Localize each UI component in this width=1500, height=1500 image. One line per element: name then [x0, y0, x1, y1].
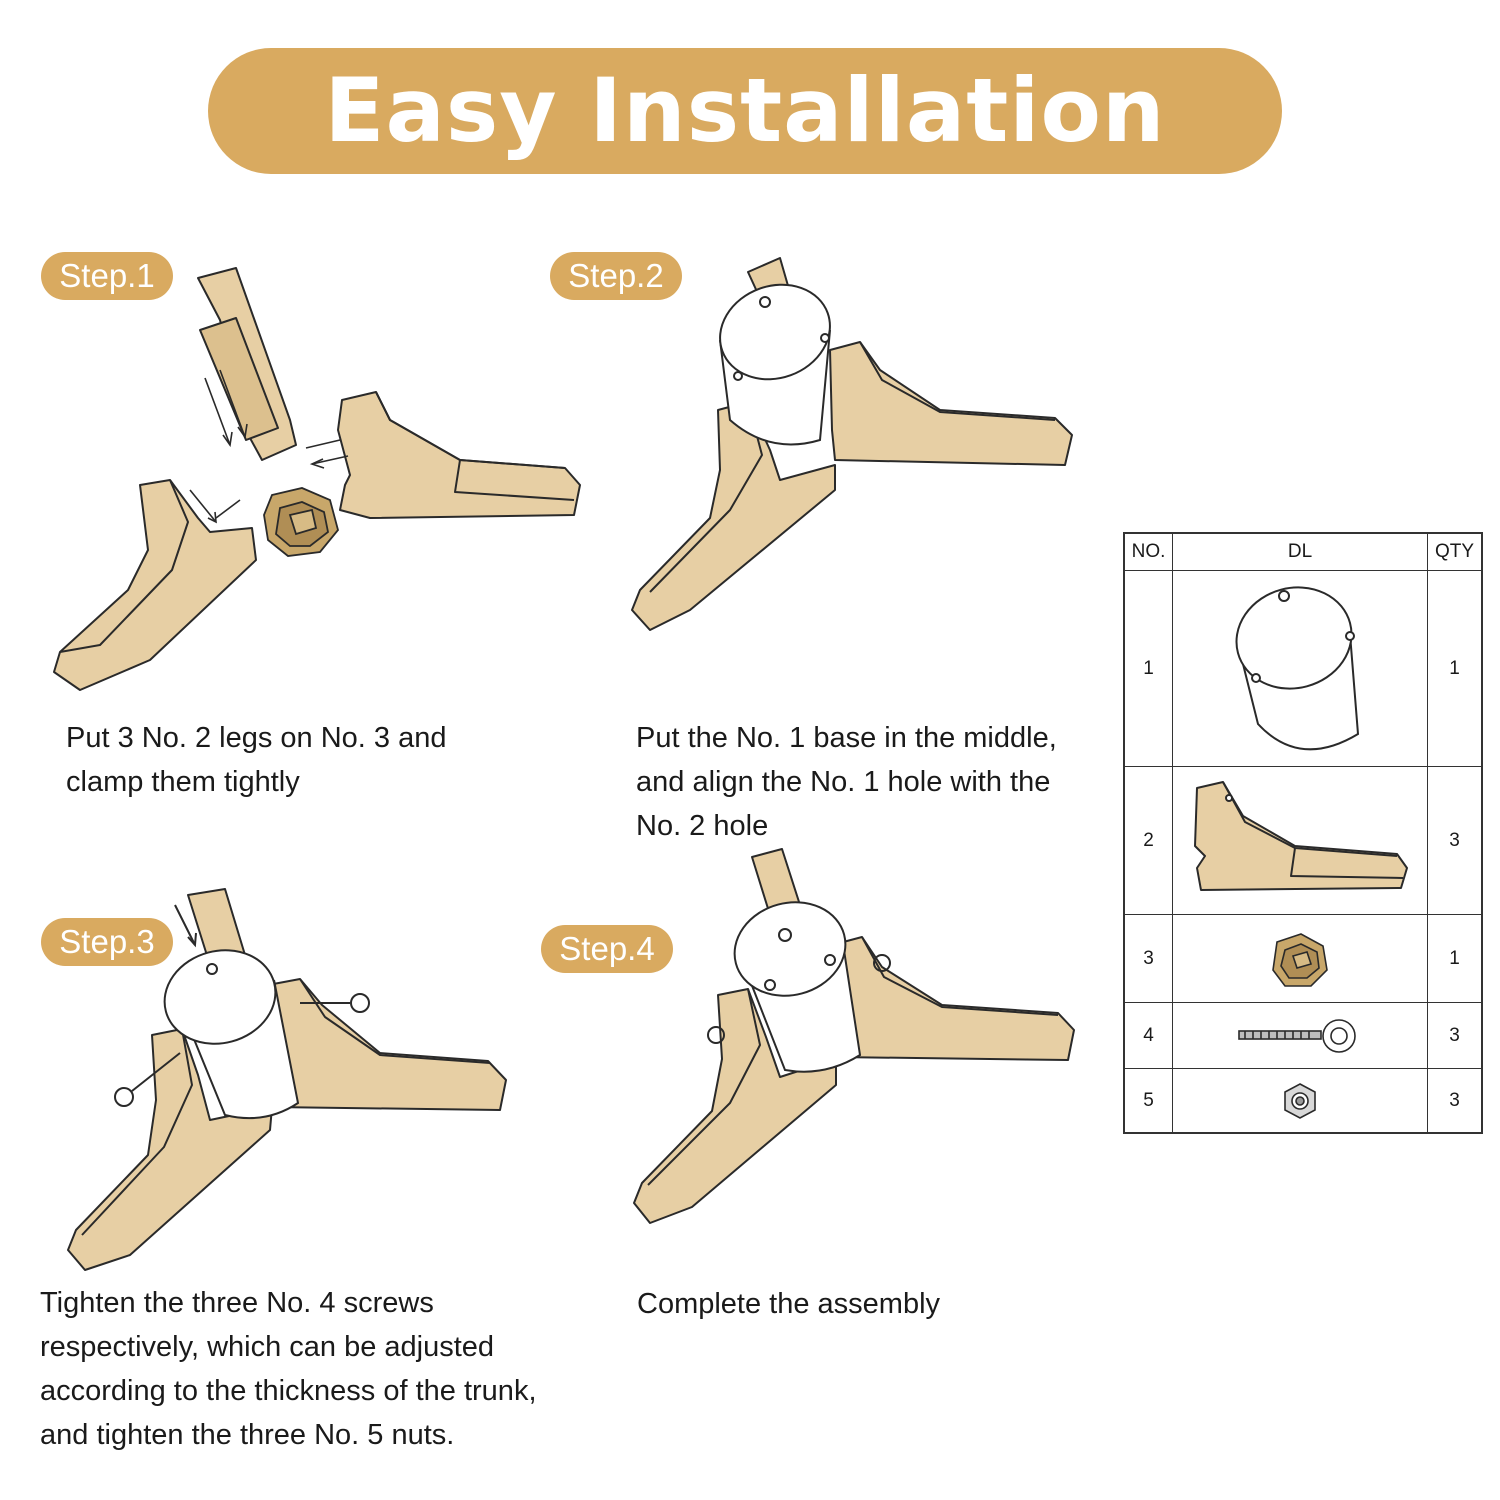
step-1-illustration: [53, 267, 581, 691]
table-header-row: NO. DL QTY: [1124, 533, 1482, 571]
table-row: 3 1: [1124, 914, 1482, 1003]
row-4-qty: 3: [1427, 1002, 1482, 1069]
row-5-illustration: [1172, 1068, 1428, 1133]
step-4-badge: Step.4: [541, 925, 673, 973]
header-no: NO.: [1124, 533, 1173, 571]
step-4-text: Complete the assembly: [637, 1288, 941, 1320]
connector-hub-icon: [1272, 932, 1328, 987]
parts-table: NO. DL QTY 1: [1123, 532, 1483, 1134]
table-row: 5 3: [1124, 1068, 1482, 1133]
step-3-illustration: [67, 888, 507, 1271]
step-2-badge: Step.2: [550, 252, 682, 300]
header-qty: QTY: [1427, 533, 1482, 571]
step-2-illustration: [631, 257, 1073, 631]
row-1-no: 1: [1124, 570, 1173, 767]
title-banner: Easy Installation: [208, 48, 1282, 174]
row-1-qty: 1: [1427, 570, 1482, 767]
row-2-qty: 3: [1427, 766, 1482, 915]
step-1-text: Put 3 No. 2 legs on No. 3 and clamp them…: [66, 722, 447, 798]
connector-hub-icon: [263, 487, 339, 557]
step-3-badge: Step.3: [41, 918, 173, 966]
header-dl: DL: [1172, 533, 1428, 571]
row-4-illustration: [1172, 1002, 1428, 1069]
row-2-no: 2: [1124, 766, 1173, 915]
step-1-badge: Step.1: [41, 252, 173, 300]
table-row: 2 3: [1124, 766, 1482, 915]
row-3-illustration: [1172, 914, 1428, 1003]
step-4-illustration: [633, 848, 1075, 1224]
row-1-illustration: [1172, 570, 1428, 767]
leg-icon: [1194, 780, 1408, 891]
page-title: Easy Installation: [324, 59, 1166, 162]
row-2-illustration: [1172, 766, 1428, 915]
step-3-text: Tighten the three No. 4 screws respectiv…: [40, 1287, 537, 1451]
row-5-no: 5: [1124, 1068, 1173, 1133]
eye-bolt-screw-icon: [1238, 1018, 1356, 1053]
step-2-text: Put the No. 1 base in the middle, and al…: [636, 722, 1057, 842]
row-3-qty: 1: [1427, 914, 1482, 1003]
row-5-qty: 3: [1427, 1068, 1482, 1133]
hex-nut-icon: [1284, 1082, 1316, 1119]
base-cylinder-icon: [1235, 585, 1360, 750]
row-3-no: 3: [1124, 914, 1173, 1003]
table-row: 4 3: [1124, 1002, 1482, 1069]
table-row: 1 1: [1124, 570, 1482, 767]
row-4-no: 4: [1124, 1002, 1173, 1069]
